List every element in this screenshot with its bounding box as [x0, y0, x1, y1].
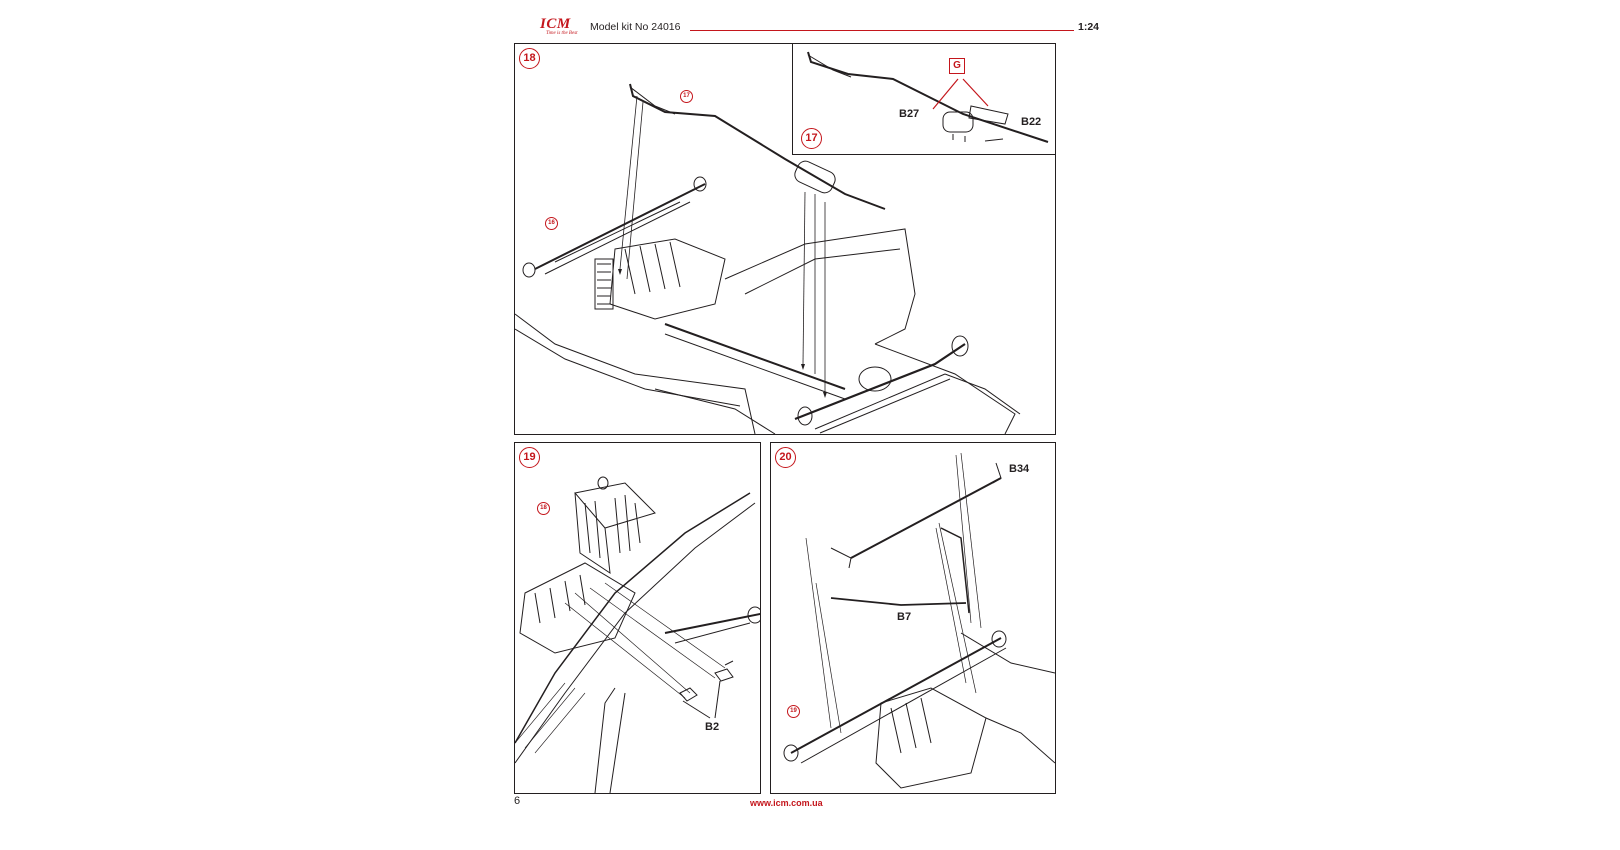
icm-logo: ICM Time is the Best — [540, 16, 584, 38]
part-label-b7: B7 — [897, 611, 912, 623]
step-18-ref-16: 16 — [545, 217, 558, 230]
kit-number-label: Model kit No 24016 — [590, 21, 681, 33]
part-label-b34: B34 — [1009, 463, 1030, 475]
step-17-badge: 17 — [801, 128, 822, 149]
sprue-g-marker: G — [949, 58, 965, 74]
step-19-panel: 19 18 B2 — [514, 442, 761, 794]
header-divider — [690, 30, 1074, 31]
step-20-ref-19: 19 — [787, 705, 800, 718]
part-label-b27: B27 — [899, 108, 920, 120]
step-20-badge: 20 — [775, 447, 796, 468]
page-number: 6 — [514, 795, 521, 807]
step-20-illustration — [783, 452, 1055, 789]
step-17-illustration — [807, 51, 1049, 143]
part-label-b2: B2 — [705, 721, 720, 733]
instruction-page: ICM Time is the Best Model kit No 24016 … — [510, 10, 1110, 840]
step-19-ref-18: 18 — [537, 502, 550, 515]
step-18-illustration — [515, 83, 1021, 434]
logo-tagline: Time is the Best — [546, 31, 578, 36]
logo-text: ICM — [540, 16, 571, 32]
step-17-panel: G B27 B22 17 — [792, 43, 1056, 155]
step-18-badge: 18 — [519, 48, 540, 69]
part-label-b22: B22 — [1021, 116, 1042, 128]
step-19-illustration — [515, 476, 760, 793]
website-link[interactable]: www.icm.com.ua — [750, 798, 823, 808]
step-18-ref-17: 17 — [680, 90, 693, 103]
scale-label: 1:24 — [1078, 21, 1100, 33]
step-19-badge: 19 — [519, 447, 540, 468]
step-20-panel: 20 B34 B7 19 — [770, 442, 1056, 794]
